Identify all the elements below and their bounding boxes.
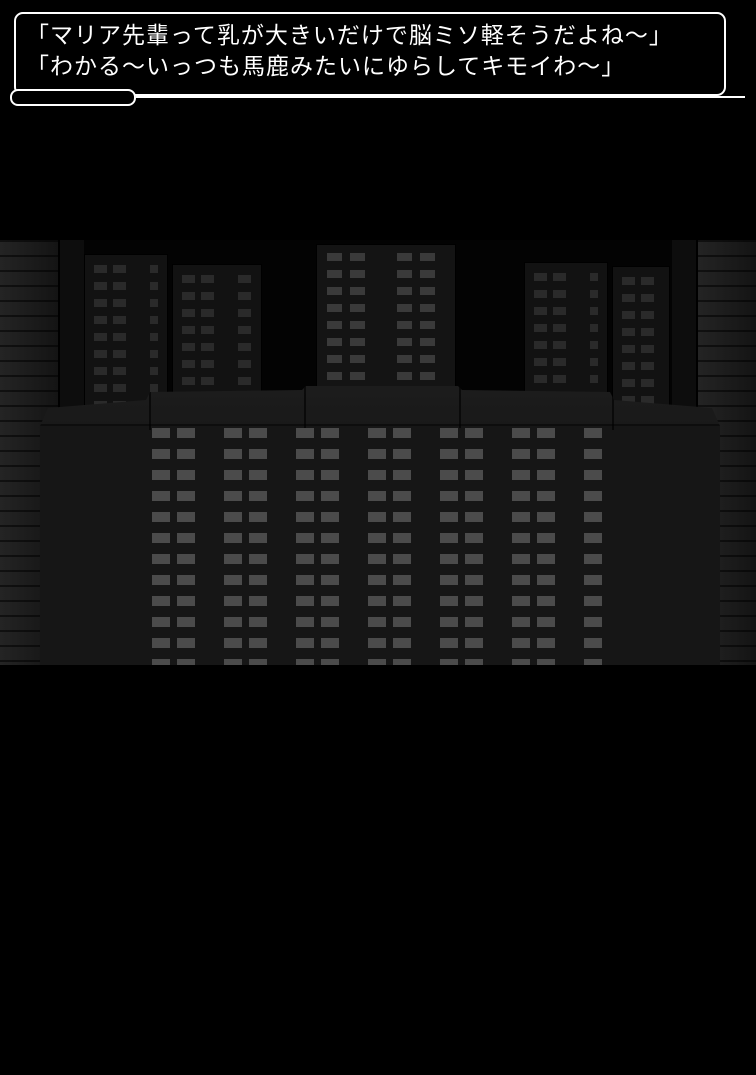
dialogue-underline: [136, 96, 745, 98]
roof-seam: [612, 386, 614, 430]
foreground-building-windows: [152, 428, 608, 665]
name-box: [10, 89, 136, 106]
city-background: [0, 240, 756, 665]
dialogue-line-2: 「わかる～いっつも馬鹿みたいにゆらしてキモイわ～」: [26, 53, 626, 79]
roof-ledge: [40, 424, 720, 426]
dialogue-box[interactable]: 「マリア先輩って乳が大きいだけで脳ミソ軽そうだよね～」 「わかる～いっつも馬鹿み…: [14, 12, 726, 96]
roof-seam: [149, 386, 151, 430]
roof-seam: [459, 386, 461, 430]
dialogue-line-1: 「マリア先輩って乳が大きいだけで脳ミソ軽そうだよね～」: [26, 22, 673, 48]
foreground-building: [40, 386, 720, 665]
roof-seam: [304, 386, 306, 430]
